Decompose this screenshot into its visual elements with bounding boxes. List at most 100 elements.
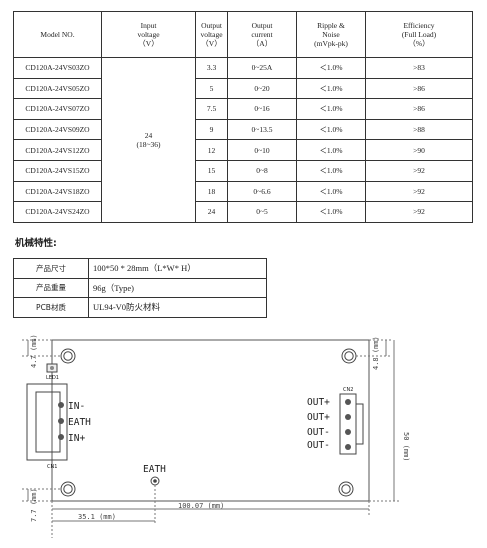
cell-vout: 24 bbox=[195, 201, 228, 223]
pcb-drawing: LED1 CN1 IN- EATH IN+ EATH CN2 OUT+ OUT+… bbox=[22, 334, 410, 538]
cell-iout: 0~6.6 bbox=[227, 180, 297, 203]
mounting-hole-top-left bbox=[60, 348, 76, 364]
spec-row: CD120A-24VS15ZO 15 0~8 ＜1.0% >92 bbox=[13, 159, 473, 182]
mechanical-row: 产品尺寸 100*50 * 28mm（L*W* H） bbox=[13, 258, 267, 279]
cell-ripple: ＜1.0% bbox=[296, 98, 366, 120]
cell-ripple: ＜1.0% bbox=[296, 159, 366, 182]
cn1-label: CN1 bbox=[47, 464, 57, 470]
header-output-voltage-line-2: voltage bbox=[200, 30, 223, 39]
cell-eff: >90 bbox=[365, 139, 473, 161]
mounting-hole-bottom-left bbox=[60, 481, 76, 497]
cell-input-voltage: 24 (18~36) bbox=[101, 57, 196, 223]
cell-model: CD120A-24VS03ZO bbox=[13, 57, 102, 79]
cell-ripple: ＜1.0% bbox=[296, 201, 366, 223]
spec-row: CD120A-24VS24ZO 24 0~5 ＜1.0% >92 bbox=[13, 201, 473, 223]
dimension-bottom-left: 7.7 (mm) bbox=[22, 488, 60, 522]
in-minus-label: IN- bbox=[68, 401, 85, 412]
eath-hole: EATH bbox=[143, 464, 166, 486]
header-input-voltage-line-1: Input bbox=[140, 21, 157, 30]
header-efficiency: Efficiency (Full Load) （%） bbox=[365, 11, 473, 58]
cell-model: CD120A-24VS24ZO bbox=[13, 201, 102, 223]
input-connector-cn1: CN1 bbox=[26, 383, 68, 470]
dimension-top-right: 4.8 (mm) bbox=[356, 336, 392, 370]
spec-row: CD120A-24VS07ZO 7.5 0~16 ＜1.0% >86 bbox=[13, 98, 473, 120]
cell-iout: 0~25A bbox=[227, 57, 297, 79]
mounting-hole-bottom-right bbox=[338, 481, 354, 497]
mechanical-value: 100*50 * 28mm（L*W* H） bbox=[88, 258, 267, 279]
mechanical-table: 产品尺寸 100*50 * 28mm（L*W* H） 产品重量 96g（Type… bbox=[13, 258, 267, 318]
cell-model: CD120A-24VS09ZO bbox=[13, 118, 102, 141]
dimension-top-left: 4.7 (mm) bbox=[22, 334, 60, 368]
spec-header-row: Model NO. Input voltage （V） Output volta… bbox=[13, 11, 473, 58]
cell-model: CD120A-24VS07ZO bbox=[13, 98, 102, 120]
header-model: Model NO. bbox=[13, 11, 102, 58]
cell-iout: 0~13.5 bbox=[227, 118, 297, 141]
header-input-voltage-line-2: voltage bbox=[137, 30, 160, 39]
dimension-to-eath: 35.1 (mm) bbox=[51, 485, 156, 538]
spec-row: CD120A-24VS12ZO 12 0~10 ＜1.0% >90 bbox=[13, 139, 473, 161]
input-voltage-nominal: 24 bbox=[144, 130, 153, 140]
out-minus-1-label: OUT- bbox=[307, 427, 330, 438]
mounting-hole-top-right bbox=[341, 348, 357, 364]
header-efficiency-line-3: （%） bbox=[408, 39, 430, 48]
dim-top-right-label: 4.8 (mm) bbox=[372, 336, 380, 370]
output-connector-cn2: CN2 bbox=[339, 387, 364, 455]
cell-eff: >88 bbox=[365, 118, 473, 141]
mechanical-value: 96g（Type) bbox=[88, 277, 267, 298]
cell-vout: 12 bbox=[195, 139, 228, 161]
cell-iout: 0~8 bbox=[227, 159, 297, 182]
mechanical-row: PCB材质 UL94-V0防火材料 bbox=[13, 297, 267, 318]
header-output-voltage: Output voltage （V） bbox=[195, 11, 228, 58]
cell-vout: 18 bbox=[195, 180, 228, 203]
cell-eff: >83 bbox=[365, 57, 473, 79]
out-plus-2-label: OUT+ bbox=[307, 412, 330, 423]
dim-height-label: 50 (mm) bbox=[402, 432, 410, 462]
cell-ripple: ＜1.0% bbox=[296, 77, 366, 100]
cell-eff: >92 bbox=[365, 180, 473, 203]
header-ripple-line-2: Noise bbox=[322, 30, 340, 39]
input-voltage-range: (18~36) bbox=[136, 139, 161, 149]
cell-vout: 5 bbox=[195, 77, 228, 100]
cell-ripple: ＜1.0% bbox=[296, 139, 366, 161]
cell-vout: 3.3 bbox=[195, 57, 228, 79]
mechanical-row: 产品重量 96g（Type) bbox=[13, 277, 267, 298]
cell-model: CD120A-24VS18ZO bbox=[13, 180, 102, 203]
led-label: LED1 bbox=[46, 375, 59, 381]
eath-mid-label: EATH bbox=[143, 464, 166, 475]
mechanical-value: UL94-V0防火材料 bbox=[88, 297, 267, 318]
cell-model: CD120A-24VS05ZO bbox=[13, 77, 102, 100]
mechanical-title: 机械特性: bbox=[15, 238, 57, 249]
cell-ripple: ＜1.0% bbox=[296, 118, 366, 141]
mechanical-label: PCB材质 bbox=[13, 297, 89, 318]
mechanical-label: 产品重量 bbox=[13, 277, 89, 298]
header-output-voltage-line-1: Output bbox=[201, 21, 222, 30]
dim-to-eath-label: 35.1 (mm) bbox=[78, 513, 116, 521]
cell-vout: 15 bbox=[195, 159, 228, 182]
dimension-length: 100.07 (mm) bbox=[52, 501, 370, 515]
cell-ripple: ＜1.0% bbox=[296, 57, 366, 79]
header-input-voltage-line-3: （V） bbox=[138, 39, 159, 48]
header-output-current-line-1: Output bbox=[251, 21, 273, 30]
dim-bottom-left-label: 7.7 (mm) bbox=[30, 488, 38, 522]
spec-row: CD120A-24VS09ZO 9 0~13.5 ＜1.0% >88 bbox=[13, 118, 473, 141]
spec-row: CD120A-24VS05ZO 5 0~20 ＜1.0% >86 bbox=[13, 77, 473, 100]
cell-eff: >86 bbox=[365, 98, 473, 120]
cell-eff: >92 bbox=[365, 159, 473, 182]
cell-model: CD120A-24VS15ZO bbox=[13, 159, 102, 182]
dim-length-label: 100.07 (mm) bbox=[178, 502, 224, 510]
cell-iout: 0~20 bbox=[227, 77, 297, 100]
cell-eff: >92 bbox=[365, 201, 473, 223]
cn2-label: CN2 bbox=[343, 387, 353, 393]
dim-top-left-label: 4.7 (mm) bbox=[30, 334, 38, 368]
pcb-outline bbox=[51, 339, 370, 502]
spec-table: Model NO. Input voltage （V） Output volta… bbox=[13, 11, 473, 223]
header-output-current: Output current （A） bbox=[227, 11, 297, 58]
header-ripple-line-3: (mVpk-pk) bbox=[314, 39, 348, 48]
header-output-current-line-3: （A） bbox=[251, 39, 273, 48]
cell-ripple: ＜1.0% bbox=[296, 180, 366, 203]
out-minus-2-label: OUT- bbox=[307, 440, 330, 451]
cell-iout: 0~16 bbox=[227, 98, 297, 120]
out-plus-1-label: OUT+ bbox=[307, 397, 330, 408]
header-ripple-noise: Ripple & Noise (mVpk-pk) bbox=[296, 11, 366, 58]
mechanical-label: 产品尺寸 bbox=[13, 258, 89, 279]
